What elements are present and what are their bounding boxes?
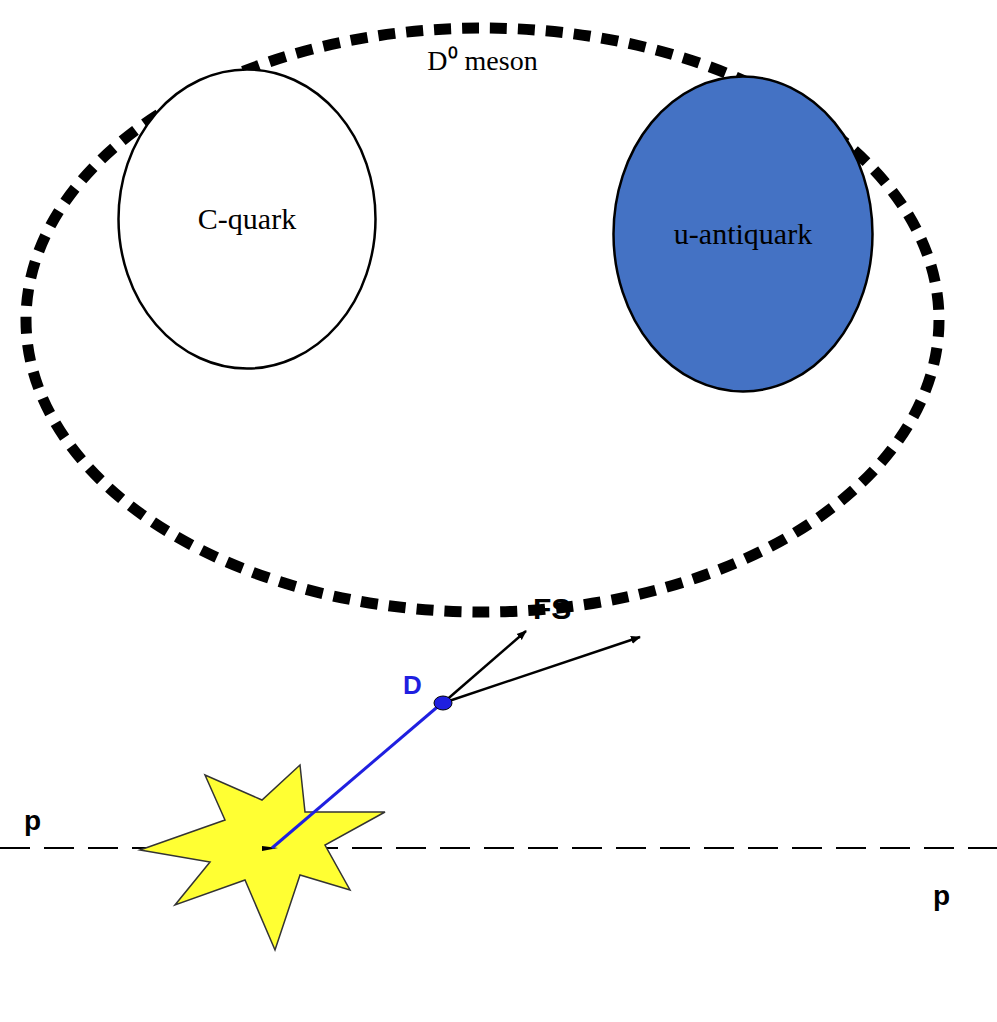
dashed-ellipse xyxy=(26,28,939,612)
node-text: C-quark xyxy=(198,202,296,236)
fs-track xyxy=(443,631,526,703)
fs-track xyxy=(443,637,640,703)
collision-star xyxy=(140,765,385,950)
proton-label: p xyxy=(933,880,950,912)
antiquark-circle: u-antiquark xyxy=(612,75,874,393)
d-track xyxy=(272,703,442,848)
quark-circle: C-quark xyxy=(117,68,377,370)
node-text: u-antiquark xyxy=(674,217,812,251)
particle-label: D xyxy=(403,670,422,701)
circle xyxy=(614,77,873,392)
meson-ellipse: D⁰ mesonC-quark u-antiquark xyxy=(20,22,945,618)
decay-vertex xyxy=(434,696,452,710)
node-text: D⁰ meson xyxy=(427,40,537,78)
final-state-label: FS xyxy=(533,592,571,626)
proton-label: p xyxy=(24,805,41,837)
circle xyxy=(119,70,376,369)
